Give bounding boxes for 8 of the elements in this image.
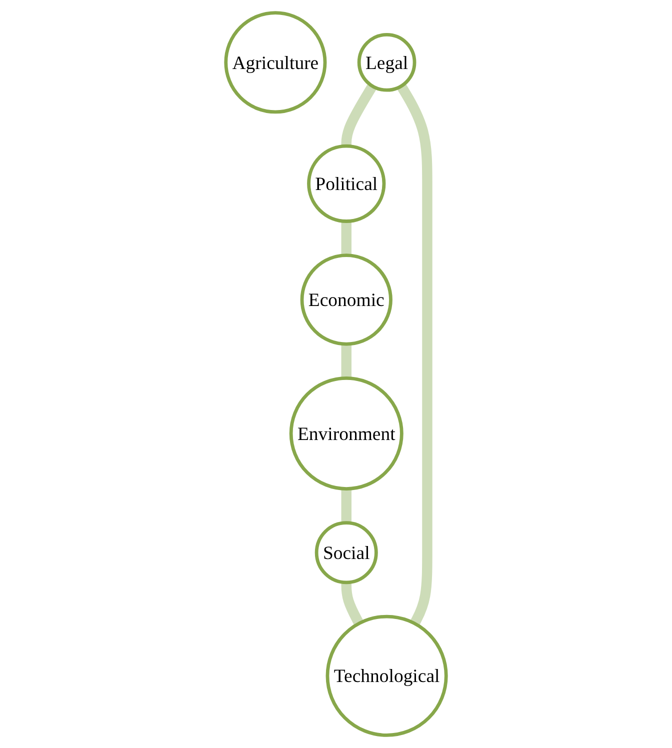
node-circle: Technological (326, 614, 448, 737)
node-circle: Social (314, 521, 378, 584)
connector (396, 83, 432, 626)
node-circle: Economic (300, 254, 392, 346)
node-circle: Environment (289, 376, 404, 490)
node-circle: Political (307, 144, 386, 223)
node-circle: Agriculture (224, 11, 327, 114)
node-circle: Legal (357, 32, 416, 92)
